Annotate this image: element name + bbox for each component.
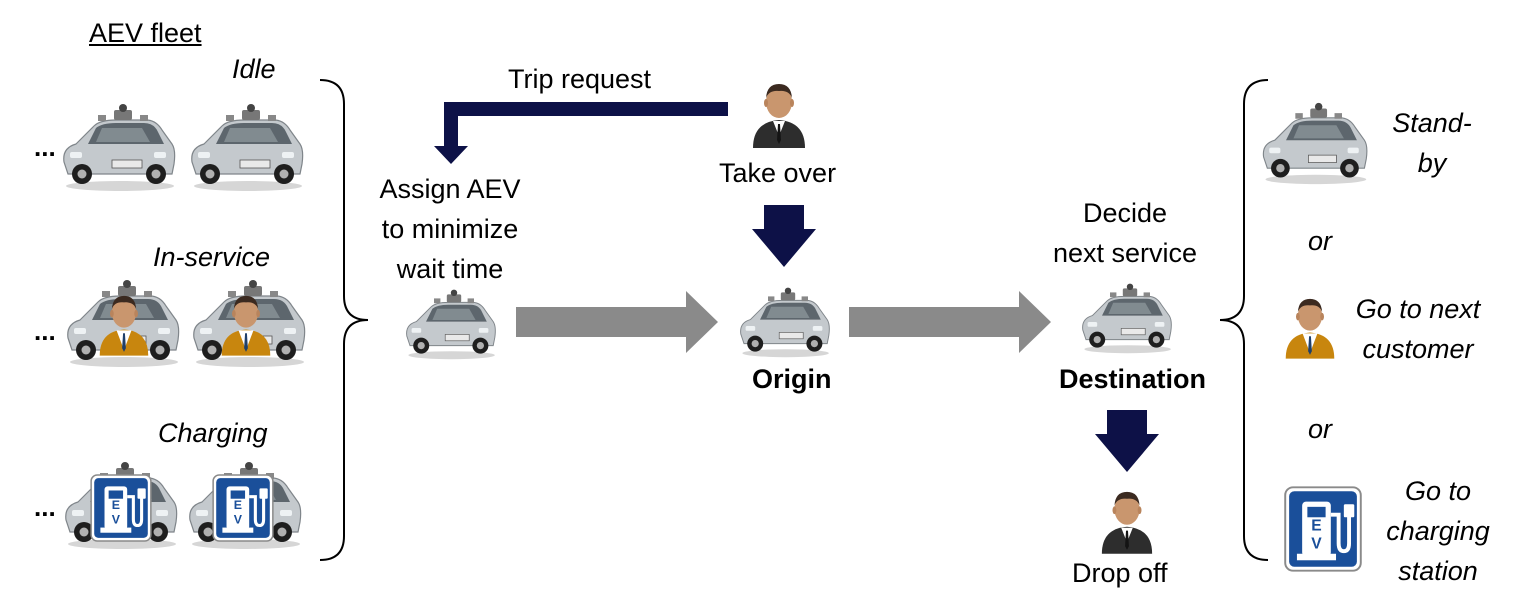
- charging-station-line: charging: [1386, 516, 1490, 546]
- idle-car-icon: [58, 102, 178, 192]
- ev-letter-v: V: [1311, 536, 1322, 553]
- decide-next-service-text: Decide next service: [1030, 196, 1220, 270]
- destination-label: Destination: [1059, 364, 1207, 394]
- ev-letter-e: E: [112, 498, 120, 512]
- passenger-icon: [218, 282, 274, 362]
- charging-station-sign-icon: E V: [1282, 486, 1364, 572]
- idle-car-icon: [186, 102, 306, 192]
- assigned-car-icon: [402, 288, 498, 360]
- flow-arrow-to-origin: [516, 291, 718, 353]
- idle-ellipsis: ...: [34, 132, 56, 162]
- drop-off-down-arrow: [1095, 410, 1159, 472]
- next-customer-text: Go to next customer: [1340, 292, 1496, 366]
- standby-line: by: [1417, 148, 1447, 178]
- customer-person-icon: [749, 76, 809, 148]
- standby-line: Stand-: [1392, 108, 1472, 138]
- or-label-1: or: [1308, 226, 1333, 256]
- charging-station-line: station: [1398, 556, 1478, 586]
- assign-line: to minimize: [381, 214, 519, 244]
- next-customer-person-icon: [1282, 290, 1338, 360]
- ev-charging-sign-icon: E V: [212, 474, 274, 542]
- assign-line: wait time: [396, 254, 504, 284]
- standby-text: Stand- by: [1372, 106, 1492, 180]
- assign-aev-text: Assign AEV to minimize wait time: [360, 172, 540, 286]
- take-over-label: Take over: [719, 158, 837, 188]
- origin-label: Origin: [752, 364, 832, 394]
- flow-arrow-to-destination: [849, 291, 1051, 353]
- charging-station-line: Go to: [1404, 476, 1472, 506]
- ev-letter-e: E: [234, 498, 242, 512]
- idle-label: Idle: [232, 54, 276, 84]
- ev-letter-e: E: [1311, 517, 1321, 534]
- assign-line: Assign AEV: [379, 174, 521, 204]
- ev-letter-v: V: [112, 512, 121, 526]
- next-customer-line: Go to next: [1355, 294, 1481, 324]
- trip-request-label: Trip request: [508, 64, 652, 94]
- ev-charging-sign-icon: E V: [90, 474, 152, 542]
- destination-car-icon: [1078, 282, 1174, 354]
- charging-station-text: Go to charging station: [1370, 474, 1506, 588]
- decide-line: next service: [1052, 238, 1198, 268]
- next-customer-line: customer: [1362, 334, 1474, 364]
- decide-line: Decide: [1082, 198, 1168, 228]
- passenger-icon: [96, 282, 152, 362]
- or-label-2: or: [1308, 414, 1333, 444]
- ev-letter-v: V: [234, 512, 243, 526]
- charging-ellipsis: ...: [34, 492, 56, 522]
- drop-off-label: Drop off: [1072, 558, 1168, 588]
- origin-car-icon: [736, 286, 832, 358]
- take-over-down-arrow: [752, 205, 816, 267]
- charging-label: Charging: [158, 418, 268, 448]
- fleet-brace: [319, 79, 369, 561]
- standby-car-icon: [1258, 100, 1370, 186]
- trip-request-arrow: [434, 102, 728, 164]
- in-service-ellipsis: ...: [34, 316, 56, 346]
- in-service-label: In-service: [153, 242, 271, 272]
- fleet-title: AEV fleet: [89, 18, 202, 48]
- drop-off-person-icon: [1098, 484, 1156, 554]
- options-brace: [1219, 79, 1269, 561]
